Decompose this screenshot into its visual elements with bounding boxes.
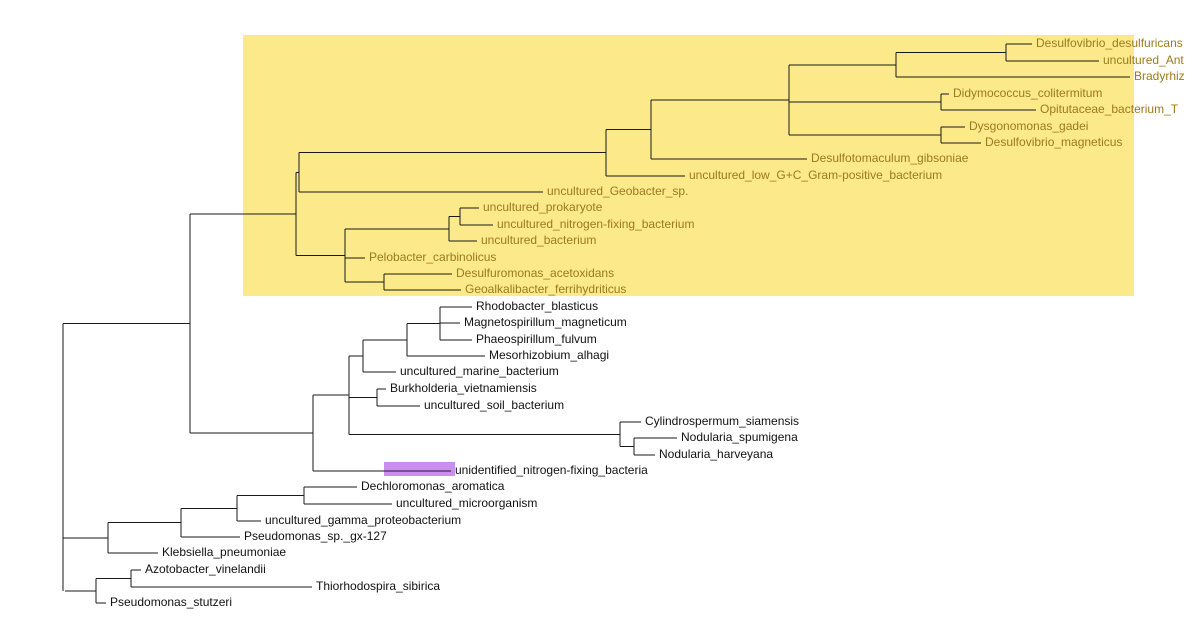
leaf-label: uncultured_Ant [1103, 53, 1184, 67]
leaf-label: uncultured_low_G+C_Gram-positive_bacteri… [689, 168, 942, 182]
leaf-label: unidentified_nitrogen-fixing_bacteria [455, 463, 648, 477]
leaf-label: Opitutaceae_bacterium_T [1040, 102, 1179, 116]
leaf-label: Dechloromonas_aromatica [361, 479, 505, 493]
leaf-label: Burkholderia_vietnamiensis [390, 381, 537, 395]
leaf-label: Dysgonomonas_gadei [969, 119, 1088, 133]
leaf-label: Pelobacter_carbinolicus [369, 250, 496, 264]
leaf-label: Didymococcus_colitermitum [953, 86, 1102, 100]
leaf-label: uncultured_Geobacter_sp. [547, 184, 688, 198]
leaf-label: Bradyrhiz [1134, 69, 1185, 83]
leaf-label: uncultured_gamma_proteobacterium [265, 513, 461, 527]
leaf-label: uncultured_soil_bacterium [424, 398, 564, 412]
leaf-label: uncultured_bacterium [481, 233, 596, 247]
leaf-label: Cylindrospermum_siamensis [645, 414, 799, 428]
leaf-label: uncultured_prokaryote [483, 200, 603, 214]
leaf-label: Desulfovibrio_desulfuricans [1036, 36, 1183, 50]
highlighted-clade-box [243, 35, 1134, 296]
leaf-label: uncultured_marine_bacterium [400, 364, 559, 378]
leaf-label: Desulfuromonas_acetoxidans [456, 266, 614, 280]
leaf-label: uncultured_nitrogen-fixing_bacterium [497, 217, 694, 231]
tree-leaf-labels: Desulfovibrio_desulfuricans uncultured_An… [110, 36, 1185, 609]
leaf-label: Pseudomonas_sp._gx-127 [244, 529, 387, 543]
leaf-label: Phaeospirillum_fulvum [476, 332, 597, 346]
leaf-label: Nodularia_spumigena [681, 430, 798, 444]
query-sequence-marker [384, 462, 455, 476]
leaf-label: Geoalkalibacter_ferrihydriticus [465, 282, 626, 296]
leaf-label: Rhodobacter_blasticus [476, 299, 598, 313]
leaf-label: Pseudomonas_stutzeri [110, 595, 232, 609]
leaf-label: Desulfovibrio_magneticus [985, 135, 1122, 149]
leaf-label: Nodularia_harveyana [659, 447, 773, 461]
leaf-label: uncultured_microorganism [396, 496, 537, 510]
leaf-label: Desulfotomaculum_gibsoniae [811, 151, 969, 165]
leaf-label: Mesorhizobium_alhagi [489, 348, 609, 362]
tree-branches [62, 43, 1130, 604]
leaf-label: Azotobacter_vinelandii [145, 562, 266, 576]
leaf-label: Klebsiella_pneumoniae [162, 545, 286, 559]
leaf-label: Thiorhodospira_sibirica [316, 579, 440, 593]
leaf-label: Magnetospirillum_magneticum [464, 315, 627, 329]
